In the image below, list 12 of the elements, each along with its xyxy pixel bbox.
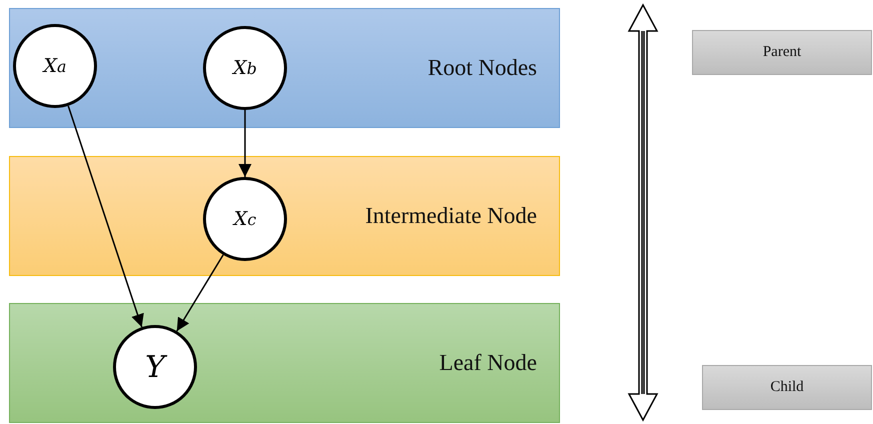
arrow [238, 110, 252, 177]
layer-label: Intermediate Node [365, 203, 537, 229]
layer-band [9, 303, 560, 423]
variable-node: Y [113, 325, 197, 409]
layer-band [9, 156, 560, 276]
arrow [176, 254, 224, 332]
arrow [68, 106, 144, 328]
layer-label: Leaf Node [439, 350, 537, 376]
hierarchy-label-box: Child [702, 365, 872, 410]
hierarchy-label-box: Parent [692, 30, 872, 75]
layer-band [9, 8, 560, 128]
layer-label: Root Nodes [428, 55, 537, 81]
